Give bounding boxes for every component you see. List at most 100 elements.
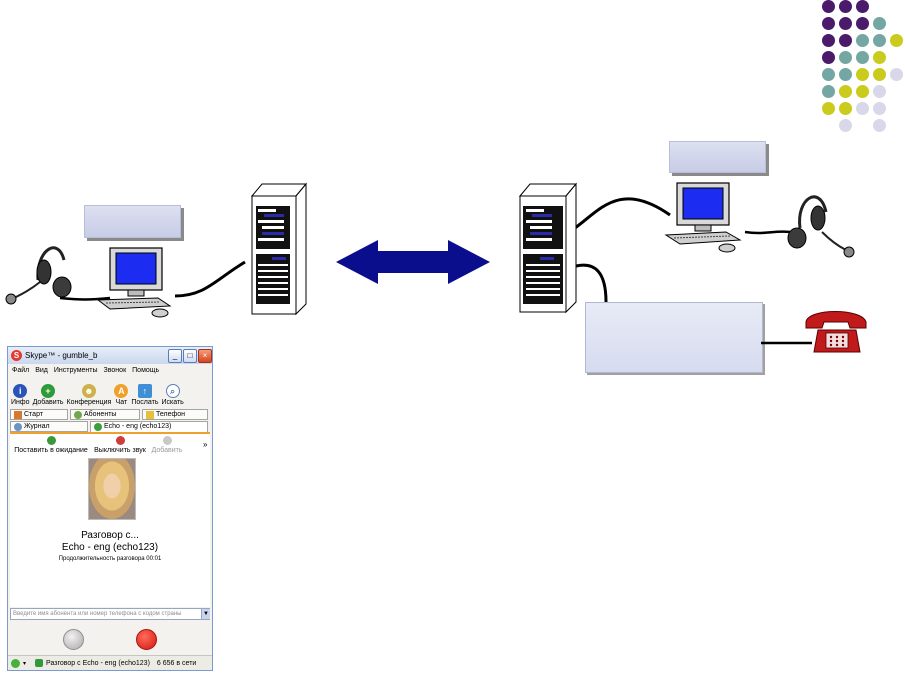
- menu-call[interactable]: Звонок: [103, 366, 127, 374]
- menu-help[interactable]: Помощь: [132, 366, 160, 374]
- contact-avatar: [88, 458, 136, 520]
- call-duration: Продолжительность разговора 00:01: [58, 556, 162, 562]
- tab-row-2: Журнал Echo - eng (echo123): [8, 421, 212, 432]
- decor-dot: [822, 68, 835, 81]
- right-computer-label-box: [669, 141, 766, 173]
- tab-phone[interactable]: Телефон: [142, 409, 208, 420]
- right-headset-icon: [787, 195, 855, 258]
- left-headset-cable: [59, 296, 111, 301]
- add-participant-icon: [162, 436, 172, 445]
- window-title: Skype™ - gumble_b: [25, 351, 98, 360]
- info-icon: i: [13, 384, 28, 398]
- hangup-button[interactable]: [136, 629, 157, 650]
- left-computer-icon: [96, 247, 172, 318]
- add-contact-button[interactable]: +Добавить: [32, 384, 64, 406]
- decor-dot: [856, 102, 869, 115]
- decor-dot: [839, 17, 852, 30]
- close-button[interactable]: ×: [198, 349, 212, 363]
- search-icon: ⌕: [165, 384, 180, 398]
- call-contact-name: Echo - eng (echo123): [61, 542, 159, 553]
- left-server-icon: [250, 182, 308, 316]
- tab-contacts[interactable]: Абоненты: [70, 409, 140, 420]
- decor-dot: [856, 85, 869, 98]
- decor-dot: [822, 85, 835, 98]
- tab-row-1: Старт Абоненты Телефон: [8, 409, 212, 420]
- right-server-pc-cable: [574, 197, 671, 230]
- add-contact-icon: +: [41, 384, 56, 398]
- right-pc-headset-cable: [744, 230, 791, 235]
- contacts-icon: [74, 410, 82, 419]
- conference-button[interactable]: ☻Конференция: [66, 384, 112, 406]
- decor-dot: [822, 17, 835, 30]
- tab-start[interactable]: Старт: [10, 409, 68, 420]
- menu-file[interactable]: Файл: [12, 366, 30, 374]
- bidirectional-arrow: [336, 240, 490, 284]
- decor-dot: [856, 68, 869, 81]
- right-server-icon: [518, 182, 578, 314]
- decor-dot: [839, 119, 852, 132]
- decor-dot: [873, 17, 886, 30]
- call-panel: Поставить в ожидание Выключить звук Доба…: [10, 432, 210, 607]
- input-dropdown-button[interactable]: ▼: [201, 609, 210, 619]
- chat-icon: A: [114, 384, 129, 398]
- decor-dot: [856, 34, 869, 47]
- status-bar: ▾ Разговор с Echo - eng (echo123) 6 656 …: [8, 655, 212, 670]
- menu-bar: Файл Вид Инструменты Звонок Помощь: [8, 364, 212, 376]
- decor-dot: [822, 0, 835, 13]
- search-button[interactable]: ⌕Искать: [161, 384, 184, 406]
- decor-dot: [890, 34, 903, 47]
- send-file-button[interactable]: ↑Послать: [131, 384, 159, 406]
- call-status-text: Разговор с...: [81, 530, 139, 541]
- decor-dot: [839, 34, 852, 47]
- call-button[interactable]: [63, 629, 84, 650]
- statusbar-call-text: Разговор с Echo - eng (echo123): [46, 659, 150, 667]
- online-count: 6 656 в сети: [156, 659, 197, 667]
- decor-dot: [873, 85, 886, 98]
- add-participant-button[interactable]: Добавить: [150, 436, 184, 454]
- decor-dot: [839, 102, 852, 115]
- maximize-button[interactable]: □: [183, 349, 197, 363]
- skype-titlebar[interactable]: S Skype™ - gumble_b _ □ ×: [8, 347, 212, 364]
- mute-button[interactable]: Выключить звук: [92, 436, 148, 454]
- clock-icon: [14, 422, 22, 431]
- status-dropdown-icon[interactable]: ▾: [23, 660, 27, 667]
- hold-button[interactable]: Поставить в ожидание: [12, 436, 90, 454]
- online-status-icon[interactable]: [11, 658, 20, 668]
- left-computer-label-box: [84, 205, 181, 238]
- mute-icon: [115, 436, 125, 445]
- send-file-icon: ↑: [137, 384, 152, 398]
- decor-dot: [822, 34, 835, 47]
- tab-active-call[interactable]: Echo - eng (echo123): [90, 421, 208, 432]
- decor-dot: [890, 68, 903, 81]
- decor-dot: [856, 51, 869, 64]
- decor-dot: [873, 119, 886, 132]
- telephone-icon: [805, 311, 867, 353]
- right-computer-icon: [664, 182, 742, 253]
- decor-dot: [873, 51, 886, 64]
- right-server-gateway-cable: [575, 263, 608, 303]
- decor-dot: [856, 0, 869, 13]
- left-pc-server-cable: [174, 260, 246, 298]
- hold-icon: [46, 436, 56, 445]
- decor-dot: [822, 51, 835, 64]
- decor-dot: [856, 17, 869, 30]
- decor-dot: [839, 68, 852, 81]
- more-controls-button[interactable]: »: [203, 440, 208, 449]
- gateway-box: [585, 302, 763, 373]
- left-headset-icon: [5, 246, 72, 305]
- contact-search-input[interactable]: Введите имя абонента или номер телефона …: [10, 608, 210, 620]
- conference-icon: ☻: [81, 384, 96, 398]
- decor-dot: [873, 34, 886, 47]
- home-icon: [14, 410, 22, 419]
- tab-history[interactable]: Журнал: [10, 421, 88, 432]
- menu-view[interactable]: Вид: [35, 366, 48, 374]
- minimize-button[interactable]: _: [168, 349, 182, 363]
- menu-tools[interactable]: Инструменты: [53, 366, 98, 374]
- decor-dot: [822, 102, 835, 115]
- decor-dot: [873, 68, 886, 81]
- skype-window: S Skype™ - gumble_b _ □ × Файл Вид Инстр…: [7, 346, 213, 671]
- decor-dot: [839, 51, 852, 64]
